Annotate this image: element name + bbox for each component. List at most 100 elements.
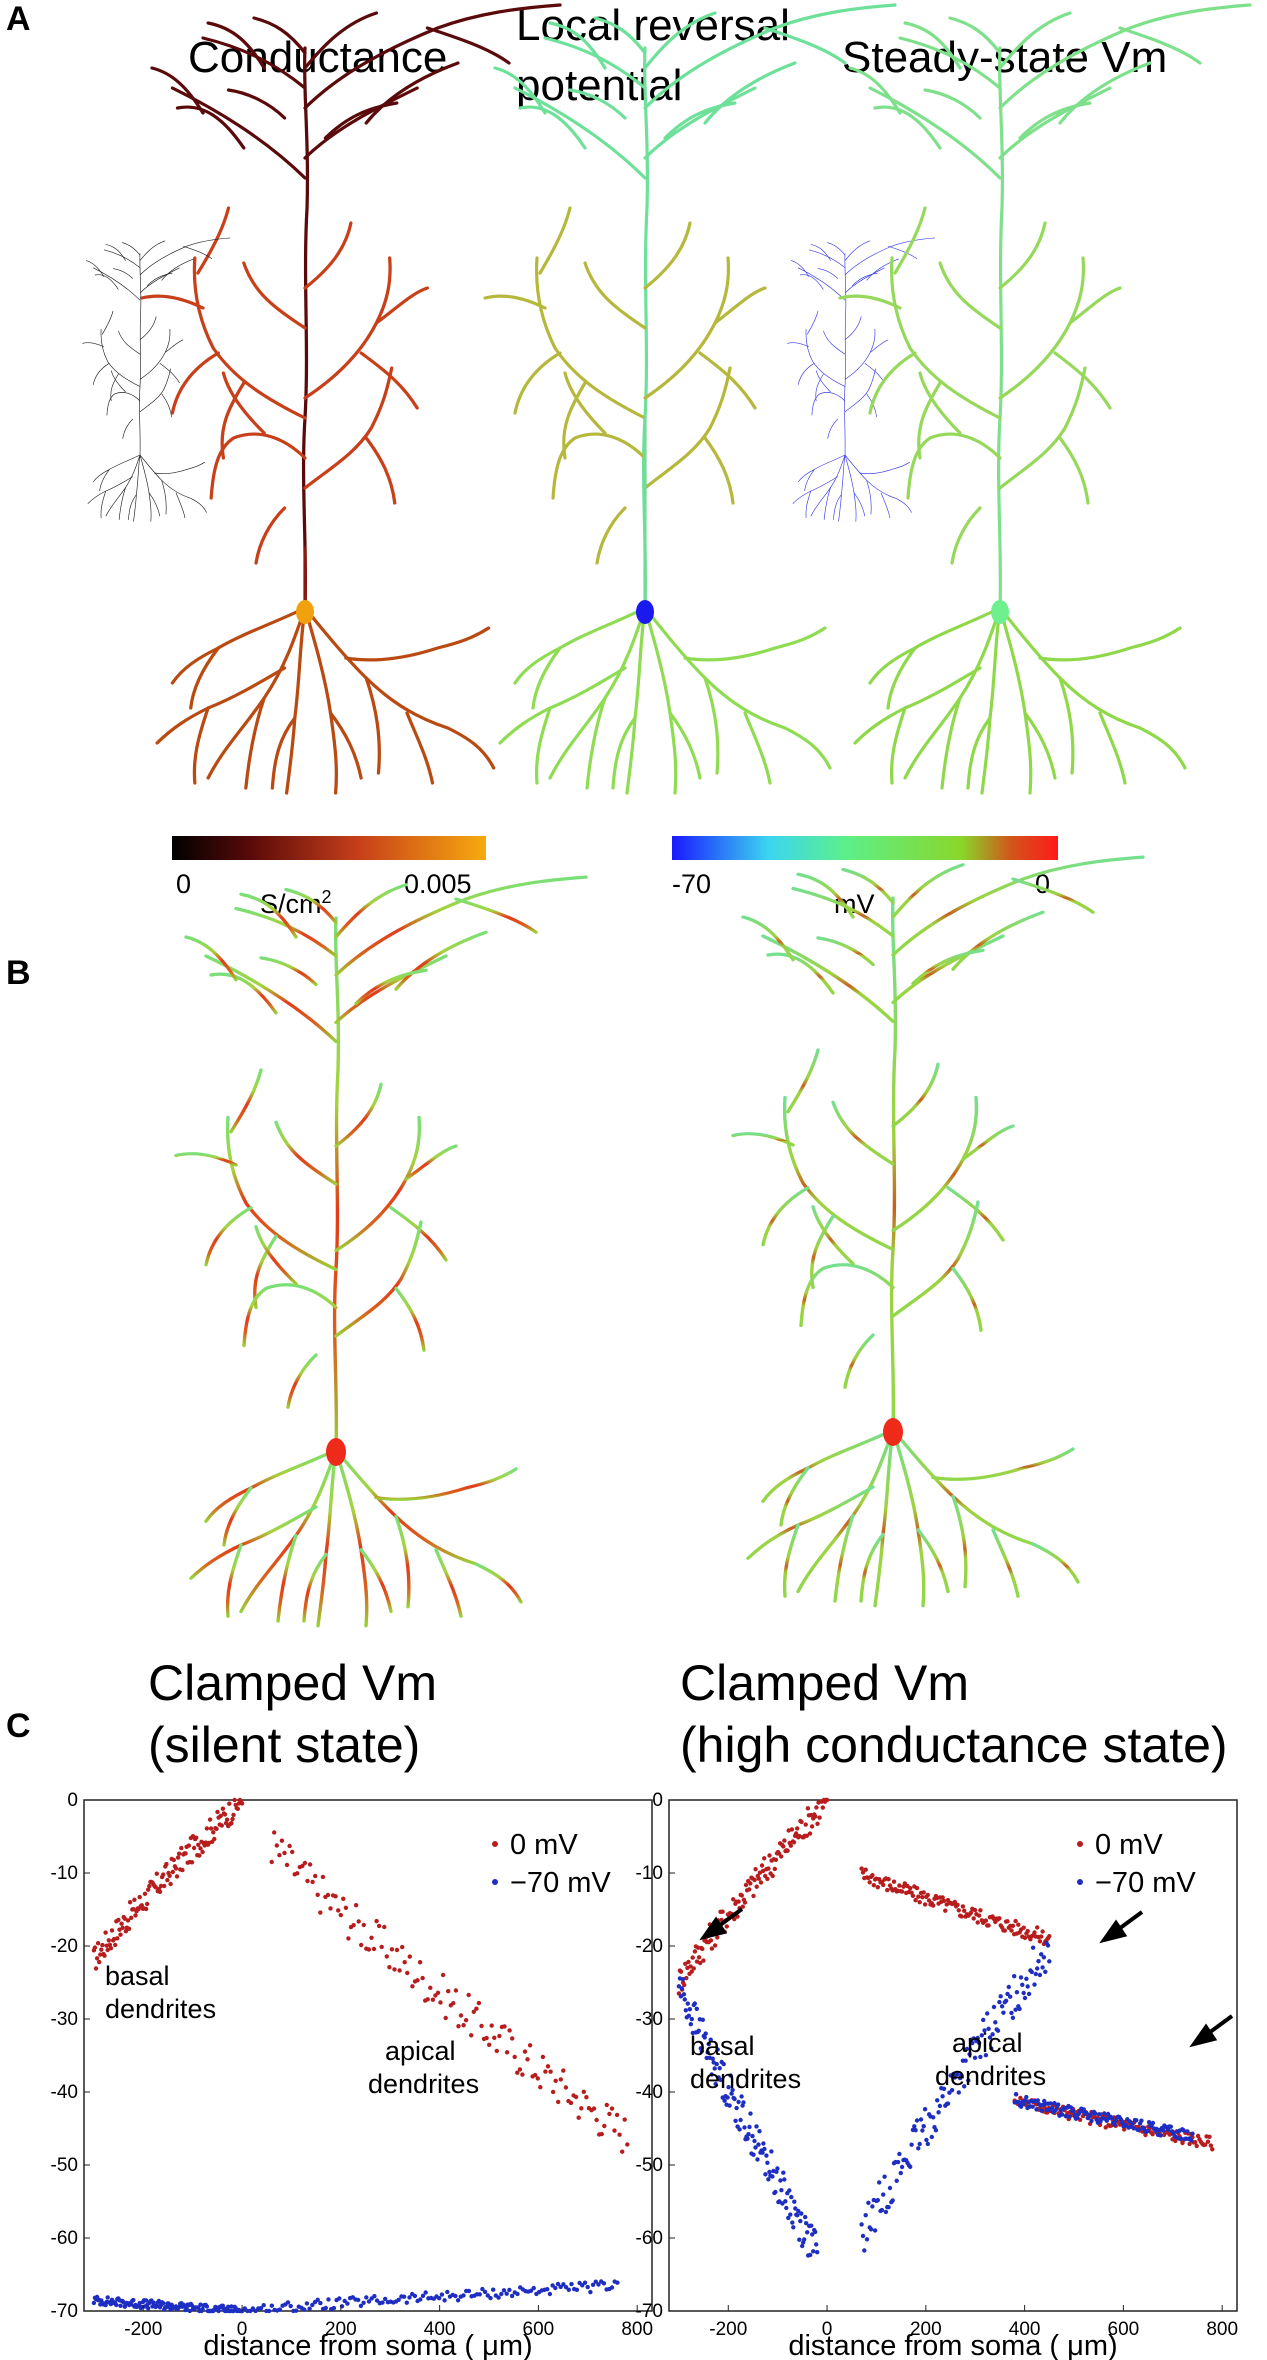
plot-hc-data-point xyxy=(1008,1994,1013,1999)
plot-hc-data-point xyxy=(778,2178,783,2183)
plot-hc-data-point xyxy=(706,2041,711,2047)
plot-hc-data-point xyxy=(910,1893,916,1899)
plot-silent-data-point xyxy=(553,2078,558,2083)
plot-silent-data-point xyxy=(404,2300,409,2305)
plot-hc-data-point xyxy=(976,2040,982,2046)
plot-silent-data-point xyxy=(366,1947,372,1952)
plot-hc-data-point xyxy=(687,2007,692,2012)
plot-silent-data-point xyxy=(161,1872,166,1877)
plot-silent-data-point xyxy=(118,2303,123,2308)
plot-silent-data-point xyxy=(538,2085,543,2090)
plot-hc-data-point xyxy=(703,2031,708,2036)
plot-hc-data-point xyxy=(982,2028,987,2033)
plot-hc-data-point xyxy=(785,1848,790,1854)
plot-hc-data-point xyxy=(804,2221,809,2226)
plot-hc-data-point xyxy=(922,2107,928,2112)
plot-silent-data-point xyxy=(615,2280,620,2285)
plot-silent-data-point xyxy=(167,1873,172,1879)
plot-hc-data-point xyxy=(753,1867,758,1872)
plot-hc-data-point xyxy=(956,1908,961,1913)
plot-hc-data-point xyxy=(810,2232,815,2237)
plot-hc-data-point xyxy=(972,2055,978,2060)
plot-hc-data-point xyxy=(1185,2129,1190,2134)
plot-hc-data-point xyxy=(715,2047,720,2052)
plot-silent-data-point xyxy=(177,2304,182,2310)
plot-silent-data-point xyxy=(440,1972,446,1978)
plot-silent-data-point xyxy=(484,2035,489,2041)
plot-silent-data-point xyxy=(318,2300,323,2306)
plot-hc-data-point xyxy=(1025,1928,1030,1934)
plot-silent-data-point xyxy=(204,2304,210,2309)
plot-silent-xtick-label: 0 xyxy=(237,2319,248,2340)
plot-hc-data-point xyxy=(1158,2133,1163,2138)
plot-hc-data-point xyxy=(742,1900,748,1905)
plot-silent-data-point xyxy=(168,1881,173,1887)
plot-silent-data-point xyxy=(174,1874,180,1879)
plot-silent-data-point xyxy=(204,1826,210,1831)
plot-silent-data-point xyxy=(232,1797,237,1803)
plot-silent-data-point xyxy=(364,2295,369,2300)
plot-hc-data-point xyxy=(887,2185,893,2191)
plot-silent-data-point xyxy=(550,2089,556,2095)
plot-hc-data-point xyxy=(929,2134,934,2140)
plot-hc-data-point xyxy=(1021,1990,1026,1996)
plot-silent-data-point xyxy=(295,1871,300,1876)
plot-hc-data-point xyxy=(913,2128,918,2133)
plot-hc-data-point xyxy=(1022,1995,1028,2001)
plot-hc-data-point xyxy=(1210,2147,1215,2152)
plot-hc-data-point xyxy=(712,2066,717,2071)
plot-hc-data-point xyxy=(691,1966,696,1971)
plot-silent-data-point xyxy=(230,1816,235,1822)
plot-hc-data-point xyxy=(715,1935,720,1940)
plot-hc-data-point xyxy=(766,2177,771,2182)
plot-hc-data-point xyxy=(1034,2107,1039,2112)
plot-silent-data-point xyxy=(520,2072,525,2077)
plot-silent-data-point xyxy=(146,2306,151,2311)
plot-silent-data-point xyxy=(525,2057,530,2062)
plot-hc-data-point xyxy=(917,2141,922,2147)
plot-hc-data-point xyxy=(1134,2118,1139,2123)
plot-silent-ytick-label: -40 xyxy=(51,2082,78,2103)
plot-silent-data-point xyxy=(476,2000,482,2006)
plot-silent-data-point xyxy=(617,2132,622,2137)
plot-silent-data-point xyxy=(574,2287,580,2292)
plot-hc-data-point xyxy=(758,1880,764,1885)
plot-silent-data-point xyxy=(320,1874,326,1880)
plot-silent-data-point xyxy=(496,2295,501,2300)
plot-hc-data-point xyxy=(730,2087,735,2093)
plot-hc-data-point xyxy=(688,1964,693,1969)
plot-hc-data-point xyxy=(753,2145,758,2150)
plot-silent-ytick-label: -30 xyxy=(51,2009,78,2030)
plot-silent-data-point xyxy=(588,2289,593,2295)
plot-hc-data-point xyxy=(731,1897,736,1902)
plot-hc-data-point xyxy=(757,2129,762,2134)
plot-silent-data-point xyxy=(548,2069,553,2074)
plot-hc-data-point xyxy=(802,2237,807,2242)
plot-hc-data-point xyxy=(710,2056,715,2061)
plot-silent-data-point xyxy=(146,1887,151,1892)
plot-silent-data-point xyxy=(117,1927,122,1932)
plot-silent-data-point xyxy=(315,1892,320,1898)
plot-hc-data-point xyxy=(1166,2127,1171,2132)
plot-hc-data-point xyxy=(859,1866,864,1871)
plot-silent-data-point xyxy=(461,2293,466,2298)
plot-hc-ytick-label: 0 xyxy=(652,1790,663,1811)
plot-hc-data-point xyxy=(811,2249,816,2254)
plot-silent-data-point xyxy=(218,1813,223,1819)
plot-hc-data-point xyxy=(867,1880,872,1885)
panel-label-b: B xyxy=(6,954,31,992)
plot-silent-data-point xyxy=(590,2282,596,2287)
plot-hc-data-point xyxy=(751,2152,756,2157)
plot-hc-data-point xyxy=(1104,2118,1110,2123)
plot-silent-data-point xyxy=(179,1845,184,1851)
plot-silent-xtick-label: 400 xyxy=(424,2319,456,2340)
plot-silent-data-point xyxy=(380,2300,385,2305)
plot-hc-data-point xyxy=(797,2237,802,2242)
plot-silent-data-point xyxy=(439,2292,445,2297)
plot-hc-data-point xyxy=(1009,2010,1014,2016)
plot-hc-data-point xyxy=(1194,2143,1199,2149)
plot-silent-data-point xyxy=(131,1907,136,1912)
plot-silent-data-point xyxy=(463,2018,469,2023)
plot-hc-data-point xyxy=(1005,1991,1010,1997)
plot-silent-data-point xyxy=(269,2303,274,2308)
